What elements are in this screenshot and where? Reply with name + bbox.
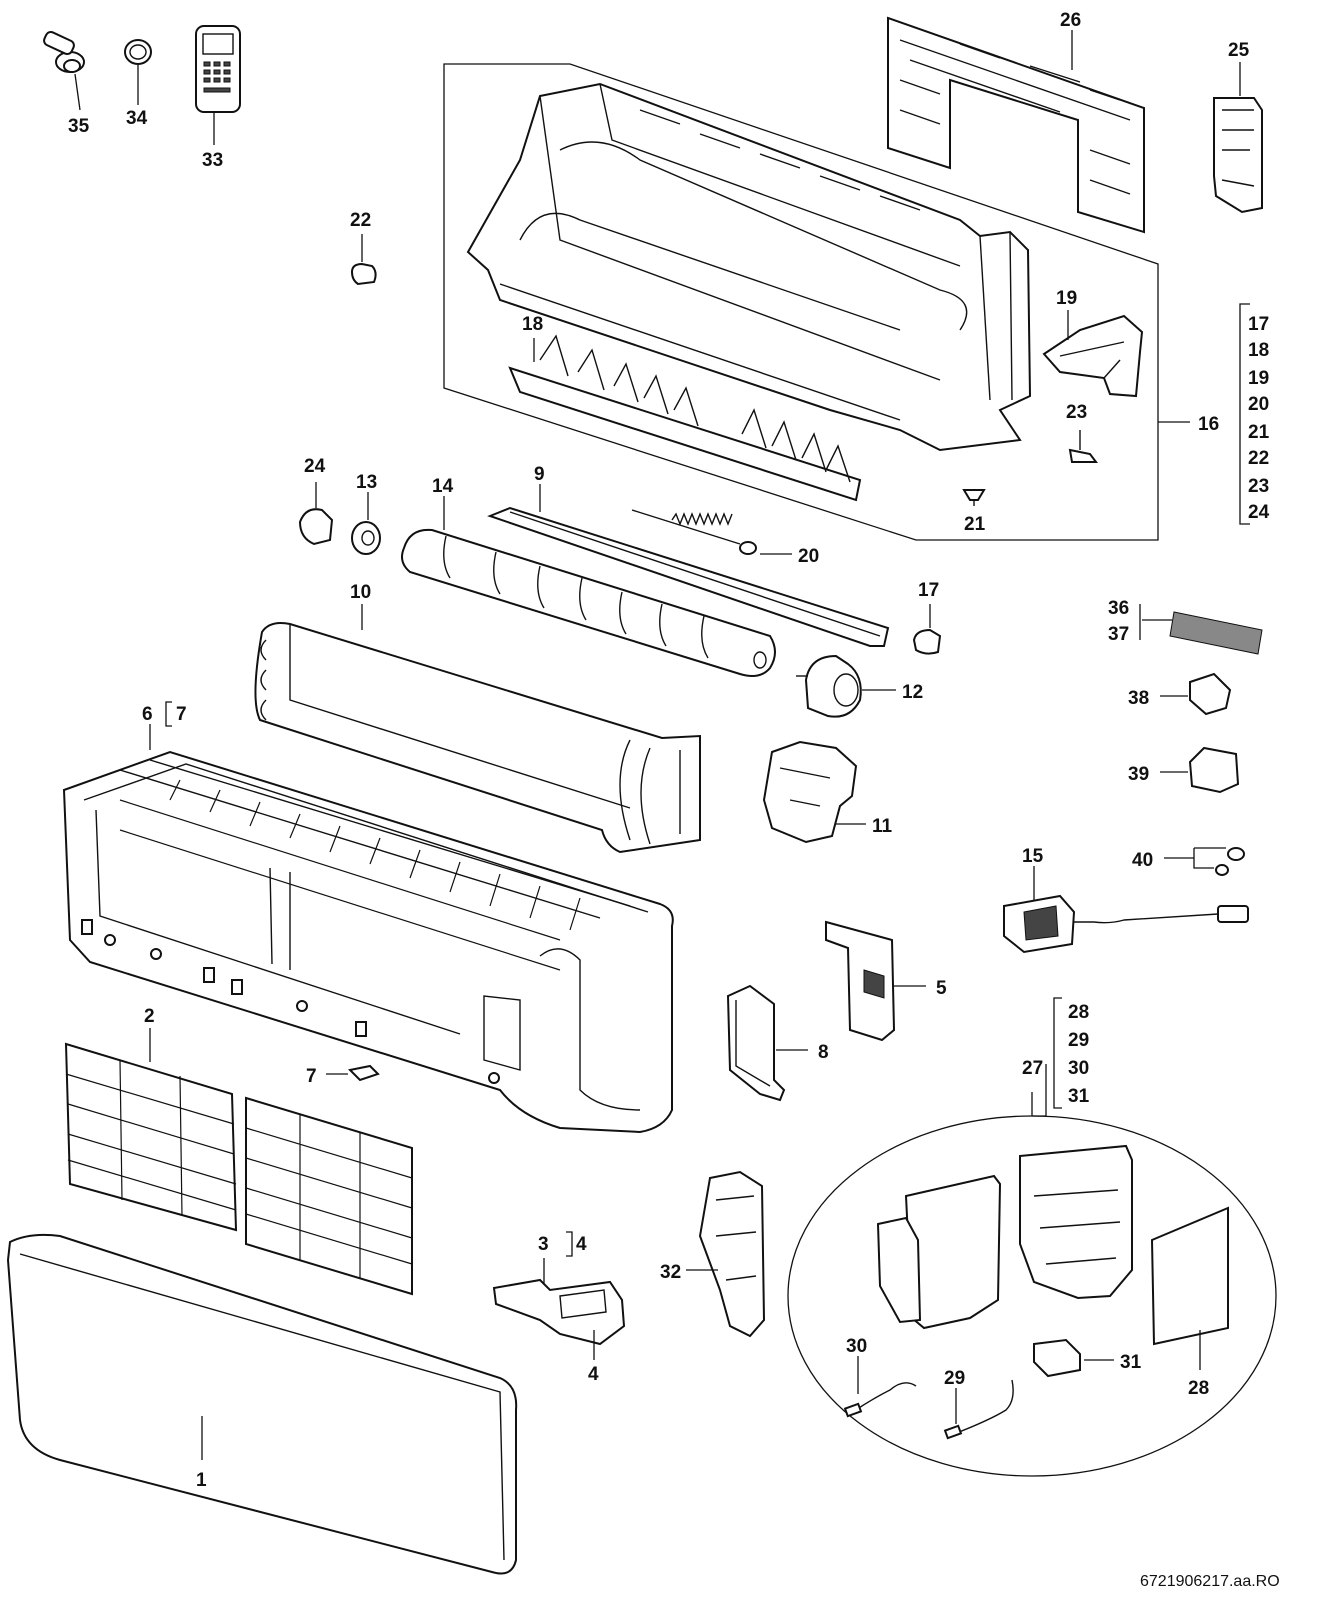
label-12: 12 [902,682,923,703]
label-22-group: 22 [1248,448,1269,469]
label-24: 24 [304,456,326,477]
label-8: 8 [818,1042,829,1063]
part-6-indoor-body [62,750,674,1134]
label-2: 2 [144,1006,155,1027]
label-19-group: 19 [1248,368,1269,389]
part-24-drawing [298,508,334,546]
label-21-group: 21 [1248,422,1270,443]
part-3-4-display [492,1278,626,1346]
label-38: 38 [1128,688,1149,709]
label-20: 20 [798,546,819,567]
part-10-evaporator [254,622,701,854]
part-38-drawing [1189,672,1232,716]
group-27-ellipse [787,997,1277,1477]
label-18-group: 18 [1248,340,1269,361]
label-14: 14 [432,476,454,497]
part-32-drawing [698,1170,766,1338]
label-23: 23 [1066,402,1087,423]
part-39-drawing [1188,746,1240,794]
label-20-group: 20 [1248,394,1269,415]
part-5-drawing [825,920,896,1042]
label-19: 19 [1056,288,1077,309]
part-13-drawing [351,521,381,555]
label-17: 17 [918,580,939,601]
part-1-front-panel [6,1233,518,1575]
part-labels: 35 34 33 22 26 25 19 18 23 16 21 17 18 1… [68,10,1280,1590]
chassis-group-frame [443,63,1190,541]
label-15: 15 [1022,846,1044,867]
label-4-top: 4 [576,1234,587,1255]
label-28-group: 28 [1068,1002,1089,1023]
label-22: 22 [350,210,371,231]
label-30-group: 30 [1068,1058,1089,1079]
label-10: 10 [350,582,371,603]
label-25: 25 [1228,40,1250,61]
group-16-bracket [1239,303,1250,525]
label-24-group: 24 [1248,502,1270,523]
part-19-drawing [1042,314,1144,398]
label-4: 4 [588,1364,599,1385]
reference-code: 6721906217.aa.RO [1140,1573,1280,1590]
label-34: 34 [126,108,148,129]
label-29-group: 29 [1068,1030,1089,1051]
label-18: 18 [522,314,543,335]
part-14-blower-wheel [401,528,776,677]
label-30: 30 [846,1336,867,1357]
part-11-drawing [762,740,858,844]
label-37: 37 [1108,624,1129,645]
label-13: 13 [356,472,377,493]
part-36-37-filter [1169,611,1263,655]
label-5: 5 [936,978,947,999]
part-23-screw [1068,430,1098,463]
label-35: 35 [68,116,90,137]
part-26-mounting-plate [887,16,1145,234]
part-15-module [1003,894,1249,954]
label-6: 6 [142,704,153,725]
part-34-drawing [124,39,152,65]
part-7-clip [347,1064,380,1082]
label-39: 39 [1128,764,1149,785]
label-21: 21 [964,514,986,535]
label-26: 26 [1060,10,1081,31]
label-3: 3 [538,1234,549,1255]
label-7: 7 [306,1066,317,1087]
part-8-drawing [726,984,786,1102]
label-28: 28 [1188,1378,1209,1399]
part-22-drawing [350,262,377,286]
part-21-screw [962,489,986,506]
label-16: 16 [1198,414,1219,435]
label-31: 31 [1120,1352,1142,1373]
label-29: 29 [944,1368,965,1389]
part-9-drawing [487,506,890,647]
label-23-group: 23 [1248,476,1269,497]
part-40-drawing [1215,847,1245,876]
label-31-group: 31 [1068,1086,1090,1107]
part-2-air-filters [64,1042,413,1296]
part-12-fan-motor [796,654,862,718]
label-27: 27 [1022,1058,1043,1079]
chassis-body-drawing [466,82,1032,452]
label-9: 9 [534,464,545,485]
part-27-pcb [843,1144,1229,1440]
part-35-drawing [43,30,85,73]
label-36: 36 [1108,598,1129,619]
label-1: 1 [196,1470,207,1491]
part-20-drawing [631,509,757,555]
label-33: 33 [202,150,223,171]
label-17-group: 17 [1248,314,1269,335]
part-18-drawing [508,334,862,502]
label-32: 32 [660,1262,681,1283]
label-11: 11 [872,816,893,837]
label-7-top: 7 [176,704,187,725]
part-25-bracket [1213,97,1263,214]
part-17-drawing [912,628,942,655]
part-33-remote [195,25,241,113]
label-40: 40 [1132,850,1153,871]
